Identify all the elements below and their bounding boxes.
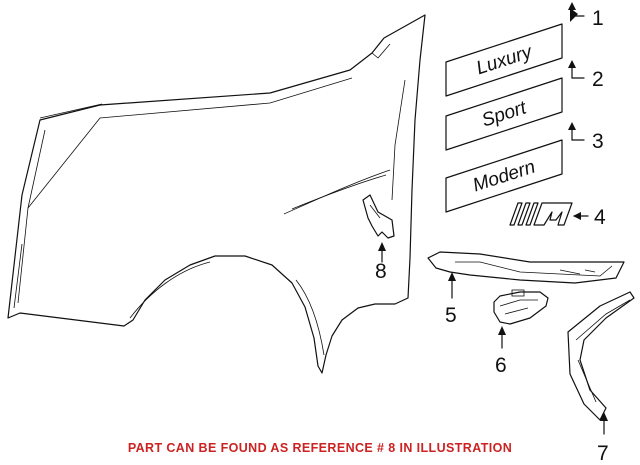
leader-1 — [568, 2, 585, 22]
badge-modern — [445, 139, 563, 213]
clip-part-8 — [362, 194, 395, 239]
badge-label-luxury: Luxury — [474, 41, 536, 79]
callout-6: 6 — [495, 354, 507, 377]
leader-2 — [568, 60, 585, 79]
badge-label-modern: Modern — [470, 157, 538, 197]
callout-5: 5 — [445, 304, 457, 327]
leader-3 — [568, 122, 585, 141]
callout-3: 3 — [592, 130, 604, 153]
callout-7: 7 — [597, 442, 609, 465]
callout-1: 1 — [592, 7, 604, 30]
badge-sport — [445, 77, 563, 151]
callout-2: 2 — [592, 68, 604, 91]
callout-8: 8 — [375, 260, 387, 283]
pillar-trim — [567, 291, 635, 421]
leader-5 — [448, 272, 456, 299]
leader-6 — [498, 326, 506, 349]
leader-7 — [600, 412, 608, 435]
footer-note: PART CAN BE FOUND AS REFERENCE # 8 IN IL… — [127, 441, 513, 455]
arrow-8 — [378, 242, 386, 263]
leader-4 — [573, 212, 589, 220]
side-trim — [427, 251, 625, 284]
badge-luxury — [445, 23, 563, 97]
callout-4: 4 — [594, 206, 606, 229]
mounting-bracket — [493, 289, 549, 325]
m-emblem — [509, 202, 573, 226]
front-fender — [7, 14, 426, 374]
